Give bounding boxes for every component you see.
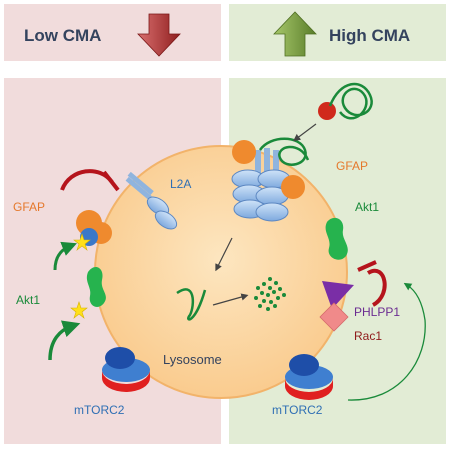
cma-substrate-protein [258,82,373,166]
high-cma-title: High CMA [329,26,411,45]
label-lysosome: Lysosome [163,352,222,367]
phospho-star-akt1 [70,301,88,319]
label-l2a: L2A [170,177,192,191]
label-gfap-right: GFAP [336,159,369,173]
activation-arrow-akt1-left [53,241,77,271]
mtorc2-left [102,347,150,392]
arrow-up-icon [273,11,317,57]
l2a-receptor [125,171,178,230]
gfap-complex-left [76,210,112,246]
label-mtorc2-right: mTORC2 [272,403,323,417]
l2a-multimer [231,148,291,222]
mtorc2-right [285,354,333,400]
label-rac1: Rac1 [354,329,383,343]
substrate-translocation-arrow [293,123,317,142]
high-cma-header-box [229,4,446,61]
arrow-down-icon [137,13,181,57]
internalization-arrow [215,237,233,272]
label-phlpp1: PHLPP1 [354,305,401,319]
akt1-left [86,266,106,307]
phospho-star-gfap [73,233,91,251]
label-akt1-right: Akt1 [355,200,380,214]
phlpp1-protein [322,281,354,309]
gfap-complex-right [232,140,305,199]
low-cma-header-box [4,4,221,61]
rac1-protein [319,302,349,332]
inhibition-bar-left [102,170,120,192]
label-mtorc2-left: mTORC2 [74,403,125,417]
label-akt1-left: Akt1 [16,293,41,307]
akt1-right [325,217,348,260]
inhibition-bar-right [357,260,377,272]
inhibition-arrow-right [366,268,387,307]
degraded-peptides [254,277,286,311]
label-gfap-left: GFAP [13,200,46,214]
low-cma-title: Low CMA [24,26,102,45]
degradation-arrow [212,293,249,306]
activation-arrow-right [347,282,426,401]
activation-arrow-mtorc2-left [48,320,81,361]
unfolded-substrate [176,288,207,321]
